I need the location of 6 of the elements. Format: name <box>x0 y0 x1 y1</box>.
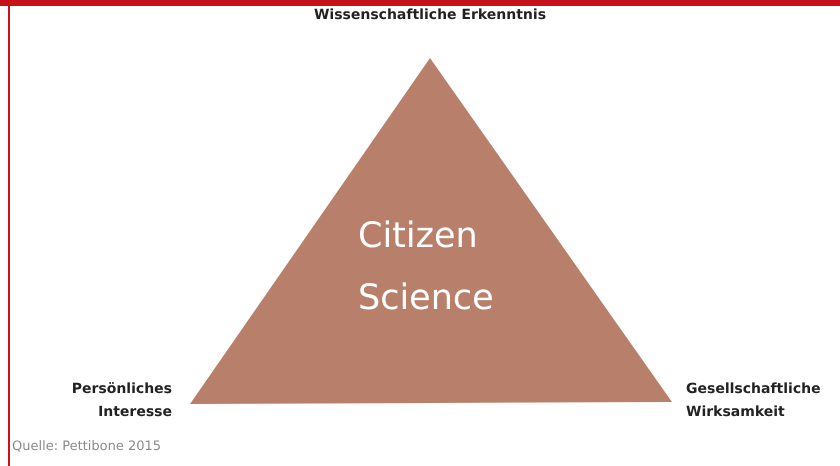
triangle <box>190 58 672 404</box>
corner-label: Gesellschaftliche Wirksamkeit <box>686 380 822 422</box>
source-note: Quelle: Pettibone 2015 <box>12 439 162 454</box>
triangle-label: Citizen Science <box>358 215 495 320</box>
corner-label: Persönliches Interesse <box>70 380 172 422</box>
corner-label: Wissenschaftliche Erkenntnis <box>312 6 548 25</box>
